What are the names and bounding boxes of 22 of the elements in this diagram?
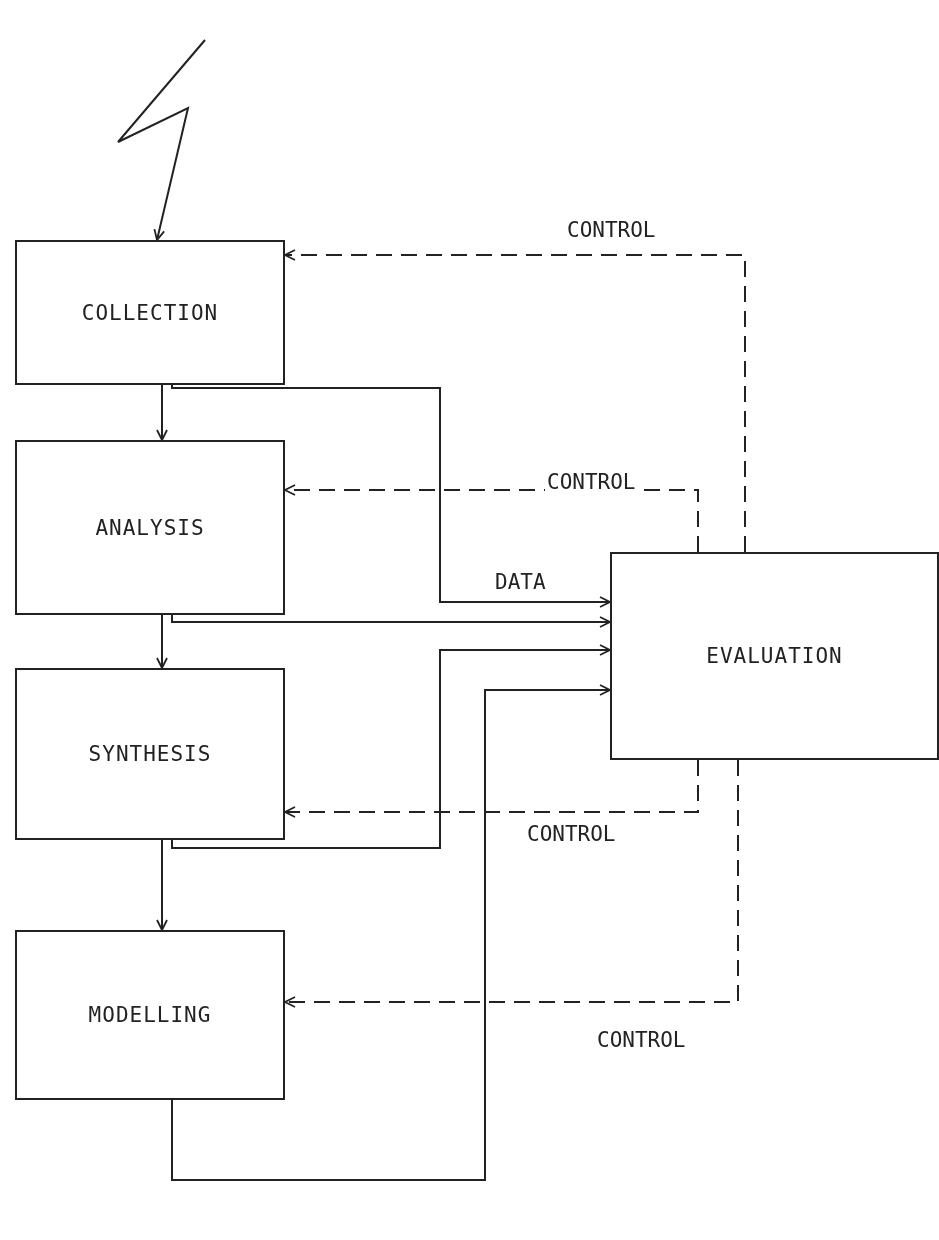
- process-box: [610, 552, 939, 760]
- control-arrow: [284, 759, 699, 818]
- lightning-arrow: [117, 39, 206, 241]
- control-arrow: [284, 249, 746, 553]
- box-label: MODELLING: [88, 1003, 212, 1027]
- box-label: SYNTHESIS: [88, 742, 212, 766]
- process-box: [15, 668, 285, 840]
- edge-label: CONTROL: [545, 470, 638, 494]
- arrow: [156, 384, 168, 441]
- arrow: [171, 384, 611, 608]
- arrow: [156, 614, 168, 669]
- arrow: [171, 684, 611, 1181]
- arrow: [156, 839, 168, 931]
- process-box: [15, 440, 285, 615]
- arrow: [171, 614, 611, 628]
- arrow: [171, 644, 611, 849]
- control-arrow: [284, 759, 739, 1008]
- box-label: EVALUATION: [706, 644, 843, 668]
- process-box: [15, 240, 285, 385]
- process-box: [15, 930, 285, 1100]
- box-label: ANALYSIS: [95, 515, 205, 540]
- box-label: COLLECTION: [81, 300, 219, 325]
